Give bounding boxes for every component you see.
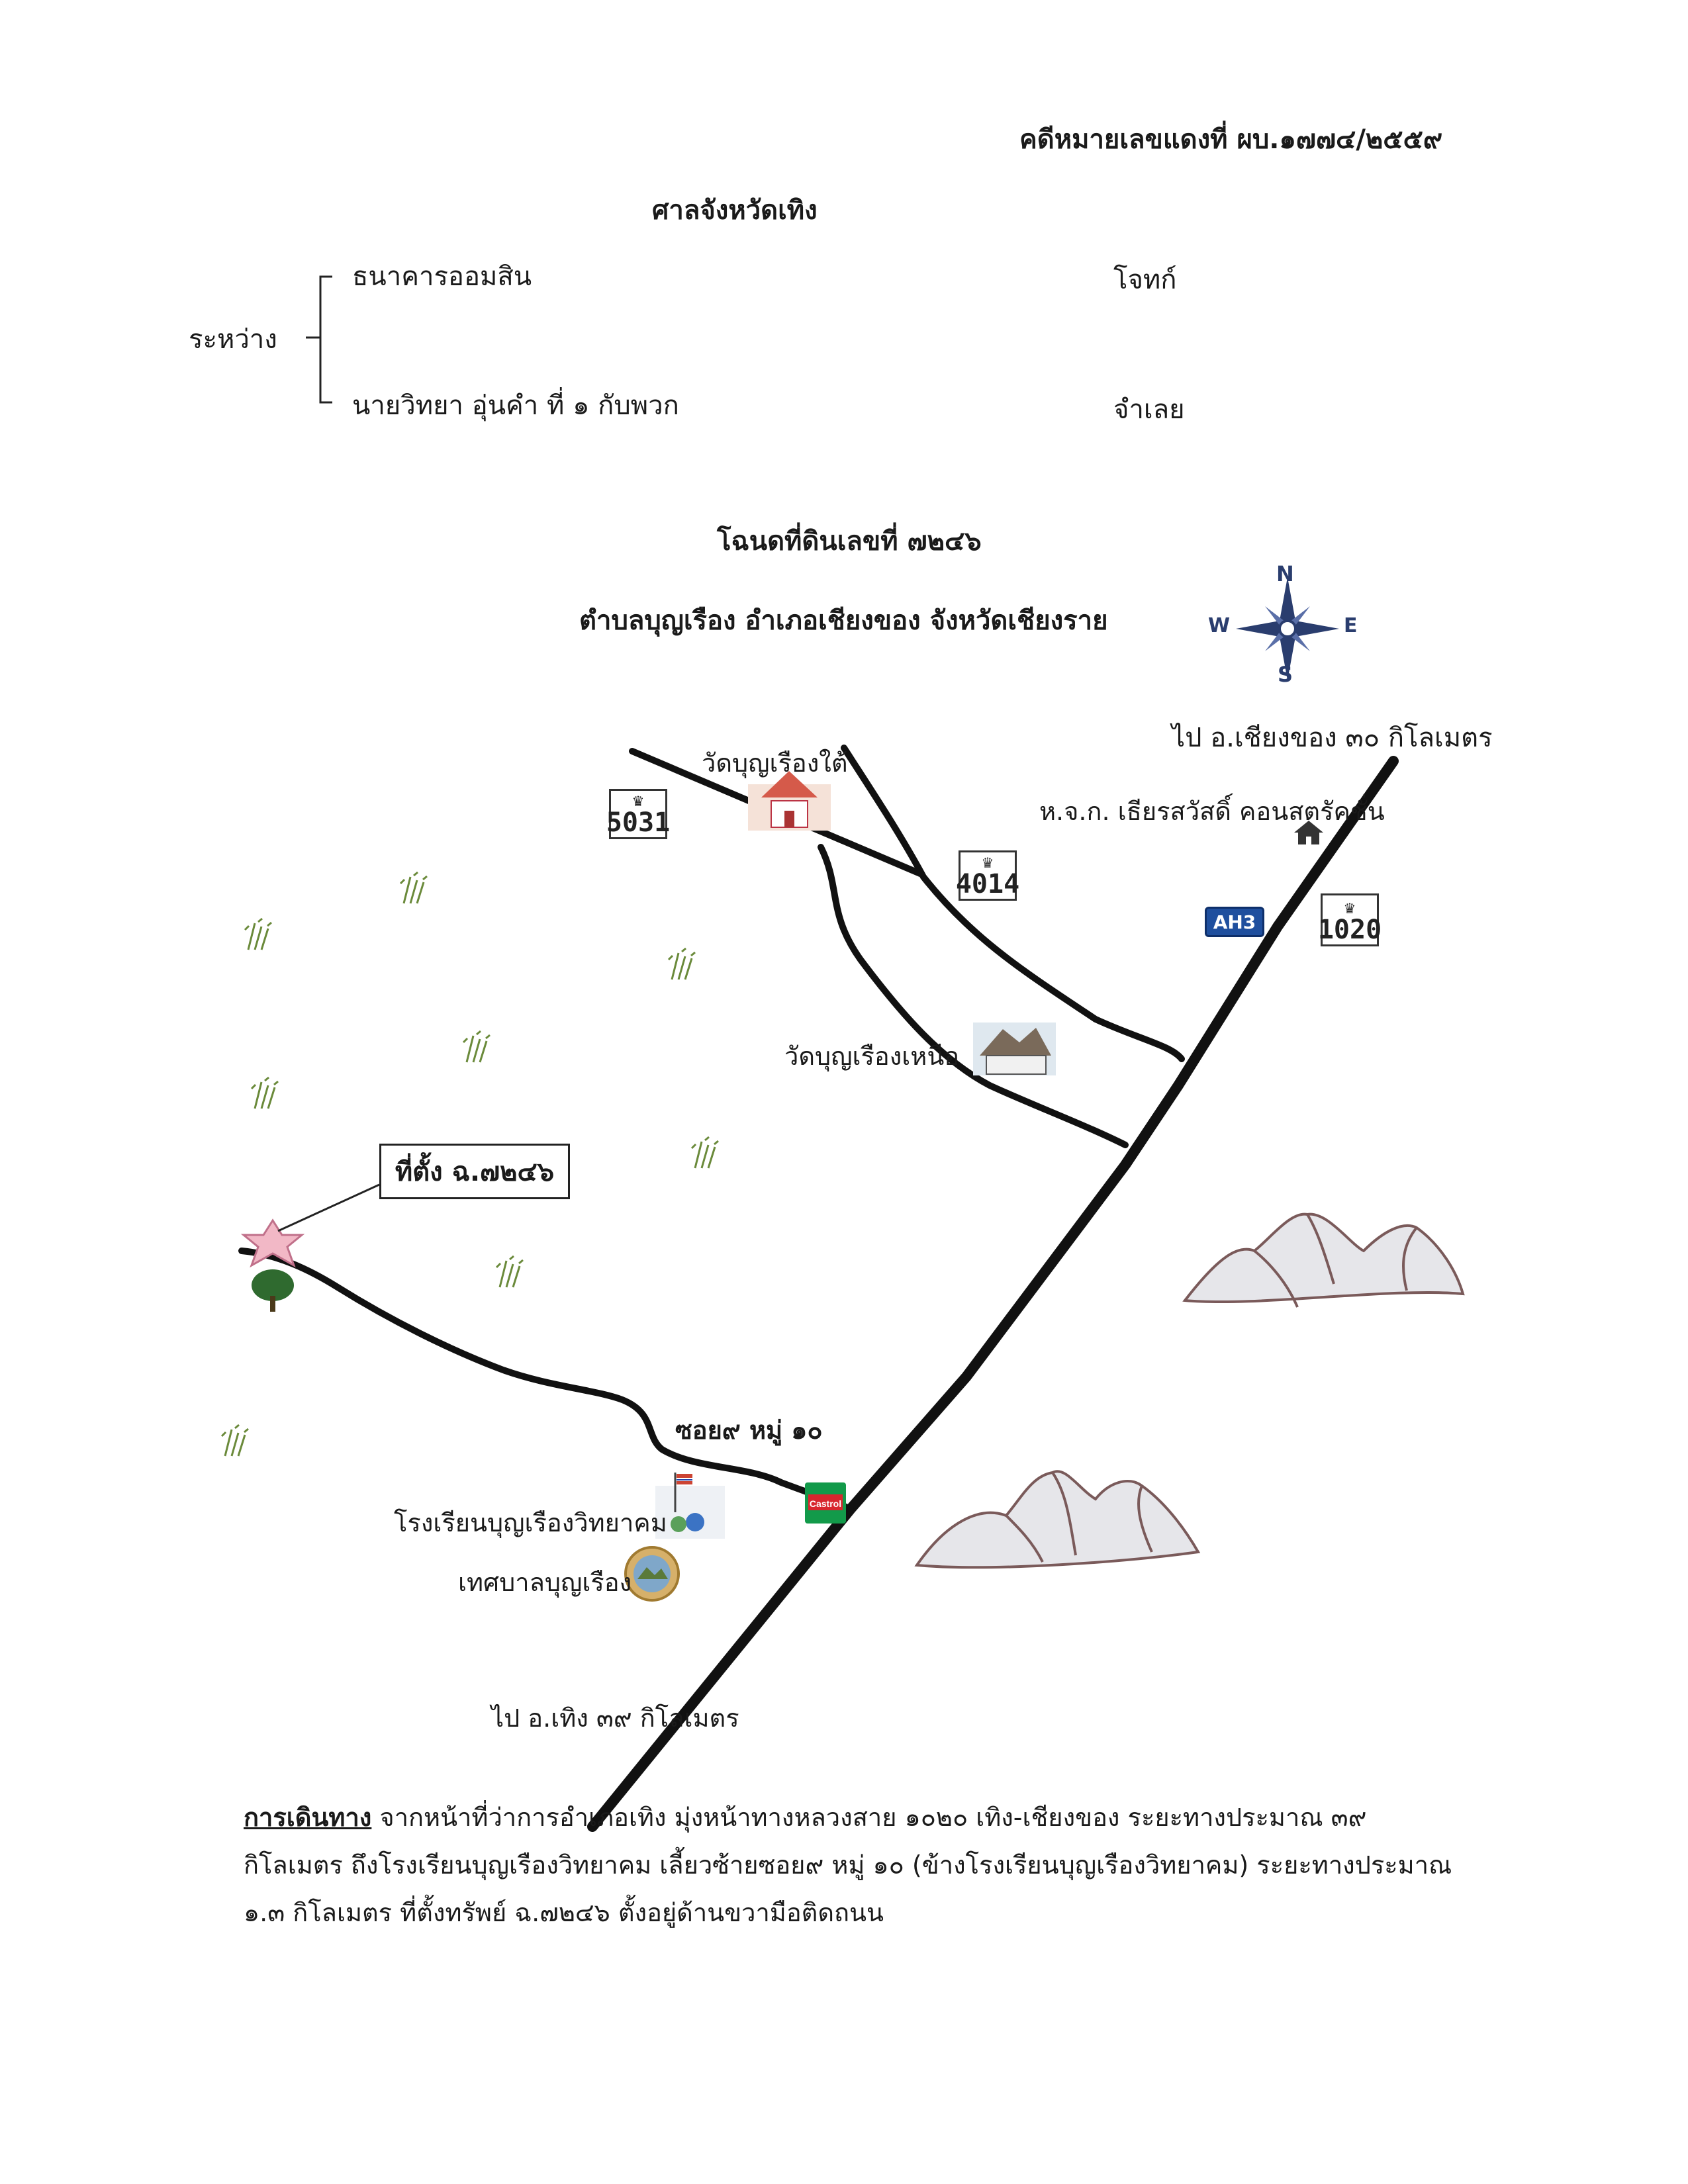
label-contractor: ห.จ.ก. เธียรสวัสดิ์ คอนสตรัคชั่น (1039, 797, 1385, 826)
grass-tufts (220, 871, 719, 1457)
location-title: ตำบลบุญเรือง อำเภอเชียงของ จังหวัดเชียงร… (579, 606, 1108, 636)
site-label-box: ที่ตั้ง ฉ.๗๒๔๖ (379, 1144, 570, 1199)
label-site: ที่ตั้ง ฉ.๗๒๔๖ (395, 1157, 555, 1187)
station-logo-text: Castrol (810, 1498, 841, 1509)
mountain-range-upper (1182, 1212, 1465, 1308)
school-icon (655, 1473, 725, 1539)
temple-north-icon (973, 1023, 1056, 1075)
label-to-thoeng: ไป อ.เทิง ๓๙ กิโลเมตร (491, 1704, 739, 1733)
party-bracket (306, 275, 332, 404)
label-to-chiang-khong: ไป อ.เชียงของ ๓๐ กิโลเมตร (1172, 723, 1493, 753)
mountain-range-lower (914, 1470, 1201, 1569)
roads (238, 745, 1399, 1832)
compass-north: N (1276, 561, 1294, 586)
route-sign-1020: ♛ 1020 (1317, 893, 1382, 946)
defendant-role: จำเลย (1113, 394, 1185, 425)
label-school: โรงเรียนบุญเรืองวิทยาคม (394, 1508, 667, 1537)
label-soi: ซอย๙ หมู่ ๑๐ (675, 1416, 823, 1445)
deed-title: โฉนดที่ดินเลขที่ ๗๒๔๖ (717, 526, 982, 557)
site-callout-line (277, 1183, 380, 1232)
route-number-4014: 4014 (955, 869, 1020, 899)
garuda-icon: ♛ (1344, 898, 1355, 918)
garuda-icon: ♛ (633, 791, 643, 811)
tree-icon (252, 1269, 294, 1312)
site-marker-icon (240, 1218, 305, 1268)
compass-west: W (1208, 614, 1231, 637)
directions-lead: การเดินทาง (244, 1803, 372, 1832)
road-soi-9 (238, 1248, 854, 1512)
compass-rose-icon (1236, 577, 1339, 680)
directions-paragraph: การเดินทาง จากหน้าที่ว่าการอำเภอเทิง มุ่… (244, 1794, 1455, 1936)
label-wat-south: วัดบุญเรืองใต้ (702, 749, 848, 778)
route-sign-5031: ♛ 5031 (606, 789, 671, 839)
label-municipality: เทศบาลบุญเรือง (458, 1568, 632, 1597)
compass-east: E (1344, 614, 1358, 637)
route-sign-4014: ♛ 4014 (955, 850, 1020, 901)
route-number-1020: 1020 (1317, 915, 1382, 945)
municipality-seal-icon (624, 1546, 680, 1602)
label-wat-north: วัดบุญเรืองเหนือ (784, 1042, 960, 1071)
court-name: ศาลจังหวัดเทิง (652, 195, 818, 226)
road-wat-north (818, 844, 1129, 1148)
road-4014 (841, 745, 1185, 1062)
directions-text: จากหน้าที่ว่าการอำเภอเทิง มุ่งหน้าทางหลว… (244, 1803, 1452, 1927)
castrol-station-icon (805, 1482, 846, 1524)
defendant-name: นายวิทยา อุ่นคำ ที่ ๑ กับพวก (352, 390, 679, 421)
ah3-sign: AH3 (1205, 907, 1264, 937)
route-number-5031: 5031 (606, 807, 671, 838)
temple-south-icon (748, 771, 831, 831)
contractor-house-icon (1294, 821, 1323, 844)
between-label: ระหว่าง (189, 324, 277, 355)
compass-south: S (1278, 662, 1293, 687)
plaintiff-name: ธนาคารออมสิน (352, 261, 532, 292)
plaintiff-role: โจทก์ (1113, 265, 1177, 295)
case-number: คดีหมายเลขแดงที่ ผบ.๑๗๗๔/๒๕๕๙ (1019, 124, 1443, 155)
garuda-icon: ♛ (982, 852, 993, 872)
